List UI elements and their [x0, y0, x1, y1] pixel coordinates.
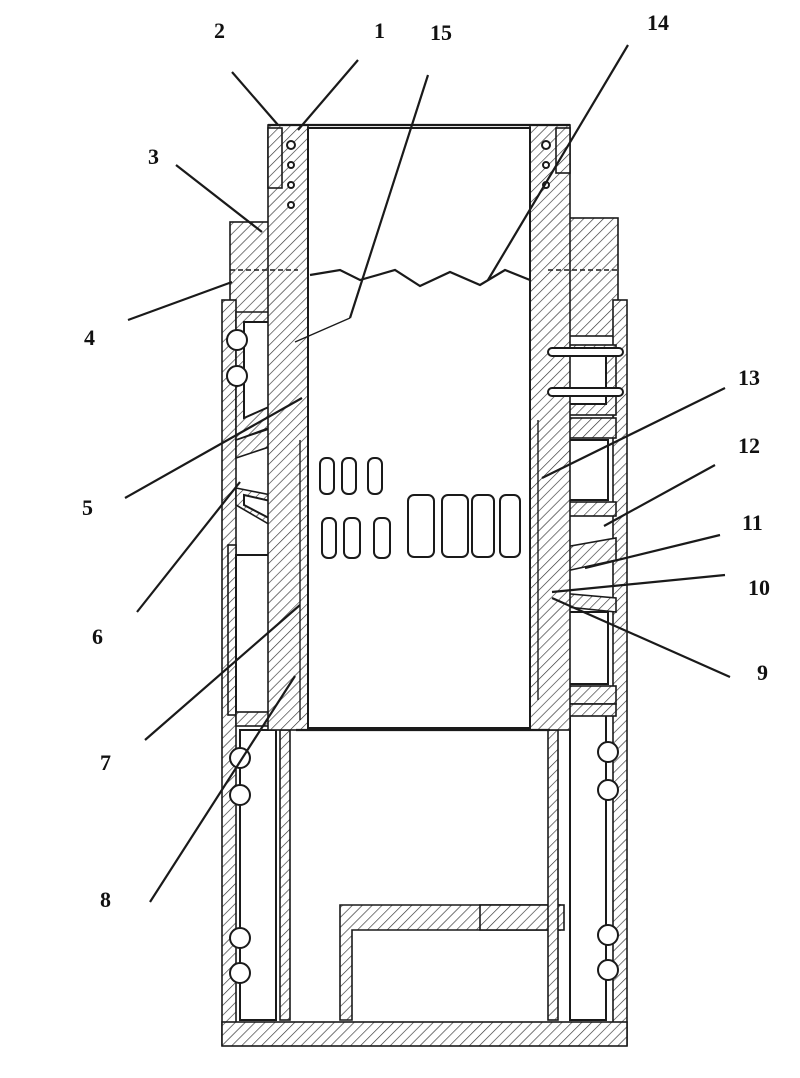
- callout-15: 15: [430, 20, 452, 45]
- callout-1: 1: [374, 18, 385, 43]
- bolt-holes: [226, 329, 619, 984]
- callout-10: 10: [748, 575, 770, 600]
- callout-8: 8: [100, 887, 111, 912]
- callout-7: 7: [100, 750, 111, 775]
- cylinder-liner: [230, 123, 624, 732]
- callout-4: 4: [84, 325, 95, 350]
- callout-14: 14: [647, 10, 669, 35]
- callout-13: 13: [738, 365, 760, 390]
- scavenge-ports: [319, 457, 521, 559]
- callout-11: 11: [742, 510, 763, 535]
- callout-labels: 2 1 15 14 3 4 13 12 5 11 10 6 9 7 8: [82, 10, 770, 912]
- leader-lines: [124, 44, 731, 903]
- callout-6: 6: [92, 624, 103, 649]
- callout-9: 9: [757, 660, 768, 685]
- callout-12: 12: [738, 433, 760, 458]
- callout-3: 3: [148, 144, 159, 169]
- callout-5: 5: [82, 495, 93, 520]
- callout-2: 2: [214, 18, 225, 43]
